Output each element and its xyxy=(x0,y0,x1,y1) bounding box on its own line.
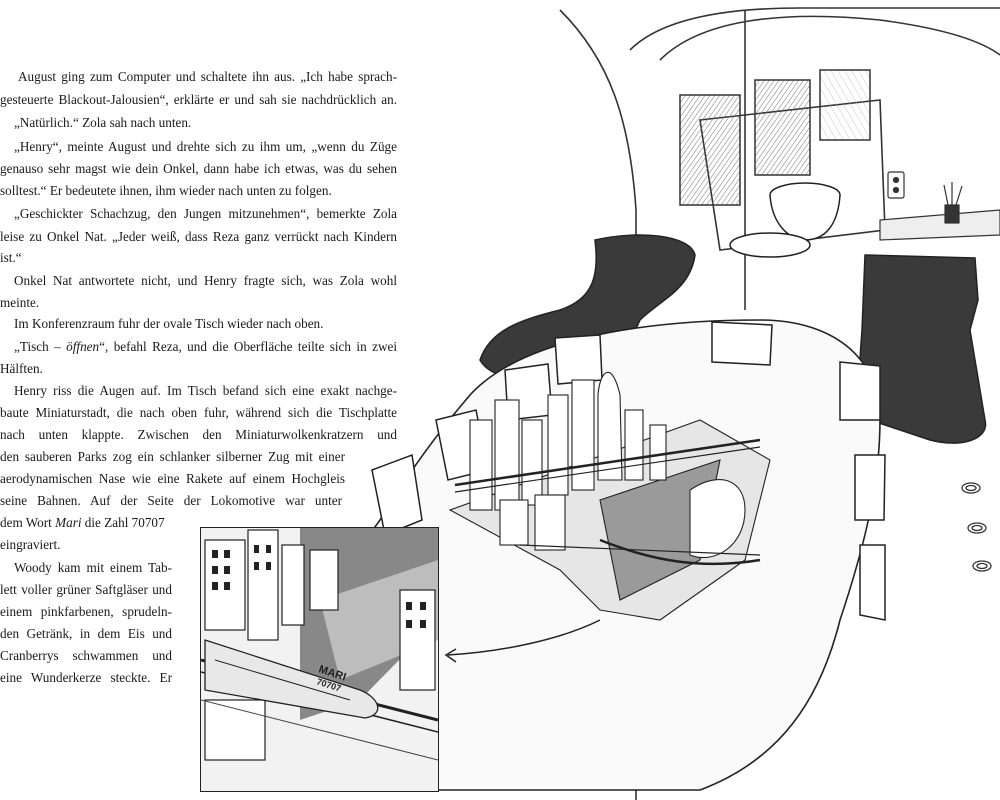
text-line: Henry riss die Augen auf. Im Tisch befan… xyxy=(14,383,397,398)
text-line: den sauberen Parks zog ein schlanker sil… xyxy=(0,449,345,464)
text-line: nach unten klappte. Zwischen den Miniatu… xyxy=(0,427,397,442)
text-line: „Geschickter Schachzug, den Jungen mitzu… xyxy=(14,206,397,221)
text-line: baute Miniaturstadt, die nach oben fuhr,… xyxy=(0,405,397,420)
inset-closeup xyxy=(201,528,438,791)
text-line: „Natürlich.“ Zola sah nach unten. xyxy=(14,115,192,130)
text-line: eine Wunderkerze steckte. Er xyxy=(0,670,172,685)
text-line: Onkel Nat antwortete nicht, und Henry fr… xyxy=(14,273,397,288)
text-line: August ging zum Computer und schaltete i… xyxy=(18,69,397,84)
text-line: Hälften. xyxy=(0,361,43,376)
text-line: genauso sehr magst wie dein Onkel, dann … xyxy=(0,161,397,176)
text-line: eingraviert. xyxy=(0,537,61,552)
text-line: den Getränk, in dem Eis und xyxy=(0,626,172,641)
carriage-windows xyxy=(679,10,871,310)
miniature-city xyxy=(448,371,771,621)
text-line: Im Konferenzraum fuhr der ovale Tisch wi… xyxy=(14,316,324,331)
text-line: ist.“ xyxy=(0,250,22,265)
callout-arrow xyxy=(447,619,601,656)
text-line: Woody kam mit einem Tab- xyxy=(14,560,172,575)
floor-lights xyxy=(961,482,992,572)
text-line: „Henry“, meinte August und drehte sich z… xyxy=(14,139,397,154)
text-line: seine Bahnen. Auf der Seite der Lokomoti… xyxy=(0,493,342,508)
text-line: gesteuerte Blackout-Jalousien“, erklärte… xyxy=(0,92,397,107)
text-line-emphasis: dem Wort Mari die Zahl 70707 xyxy=(0,515,165,530)
text-line-emphasis: „Tisch – öffnen“, befahl Reza, und die O… xyxy=(14,339,397,354)
text-line: aerodynamischen Nase wie eine Rakete auf… xyxy=(0,471,345,486)
text-line: meinte. xyxy=(0,295,40,310)
inset-frame xyxy=(200,527,439,792)
text-line: lett voller grüner Saftgläser und xyxy=(0,582,172,597)
text-line: leise zu Onkel Nat. „Jeder weiß, dass Re… xyxy=(0,229,397,244)
text-line: solltest.“ Er bedeutete ihnen, ihm wiede… xyxy=(0,183,332,198)
wall-details xyxy=(879,171,1000,241)
text-line: einem pinkfarbenen, sprudeln- xyxy=(0,604,172,619)
text-line: Cranberrys schwammen und xyxy=(0,648,172,663)
